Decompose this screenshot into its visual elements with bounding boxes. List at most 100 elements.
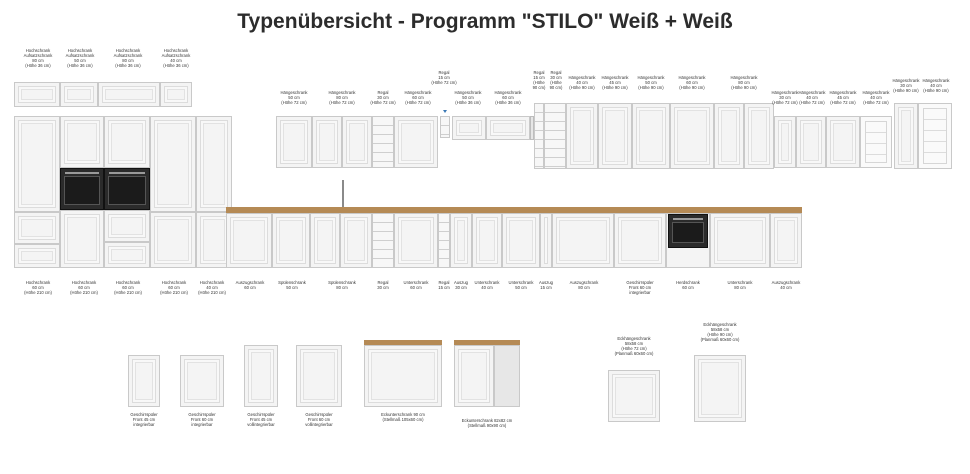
label-hoch-3: Hochschrank 60 cm (Höhe 210 cm) xyxy=(114,280,142,295)
label-haenge-40-72: Hängeschrank 40 cm (Höhe 72 cm) xyxy=(798,90,826,105)
label-auszug-30: Auszug 30 cm xyxy=(454,280,468,290)
hochschrank-4-bot xyxy=(150,212,196,268)
label-eckhaenge-72: Eckhängeschrank 58x58 cm (Höhe 72 cm) (P… xyxy=(614,336,654,356)
eckhaengeschrank-72 xyxy=(608,370,660,422)
hochschrank-4-top xyxy=(150,116,196,212)
faucet xyxy=(342,180,344,207)
regal-30-72 xyxy=(372,116,394,168)
label-aufsatz-50: Hochschrank Aufsatzschrank 50 cm (Höhe 3… xyxy=(65,48,95,68)
hood xyxy=(530,116,534,140)
label-haenge-50-72: Hängeschrank 50 cm (Höhe 72 cm) xyxy=(280,90,308,105)
oven-2 xyxy=(104,168,150,210)
geschirrspueler-front-60-voll xyxy=(296,345,342,407)
label-haenge-80-90: Hängeschrank 80 cm (Höhe 90 cm) xyxy=(730,75,758,90)
haengeschrank-50-90 xyxy=(632,103,670,169)
unterschrank-50 xyxy=(502,213,540,268)
regal-15-base xyxy=(438,213,450,268)
eckunterschrank-82 xyxy=(454,345,494,407)
label-eckunter-90: Eckunterschrank 90 cm (Stellmaß 105x60 c… xyxy=(381,412,425,422)
label-unter-50: Unterschrank 50 cm xyxy=(508,280,534,290)
eckunterschrank-82-side xyxy=(494,345,520,407)
label-regal-15-90: Regal 15 cm (Höhe 90 cm) xyxy=(532,70,546,90)
label-geschirr-60: Geschirrspüler Front 60 cm integrierbar xyxy=(626,280,654,295)
regal-30-base xyxy=(372,213,394,268)
arrow-regal-15 xyxy=(443,110,447,113)
haengeschrank-60-90 xyxy=(670,103,714,169)
regal-30-90 xyxy=(544,103,566,169)
label-auszug-40: Auszugschrank 40 cm xyxy=(771,280,801,290)
unterschrank-80 xyxy=(710,213,770,268)
geschirrspueler-front-60-int xyxy=(180,355,224,407)
label-haenge-50-36: Hängeschrank 50 cm (Höhe 36 cm) xyxy=(454,90,482,105)
label-spuele-80: Spülenschrank 80 cm xyxy=(328,280,356,290)
spuelenschrank-80a xyxy=(310,213,340,268)
spuelenschrank-50 xyxy=(272,213,310,268)
label-eckunter-82: Eckunterschrank 82x82 cm (Stellmaß 90x90… xyxy=(461,418,513,428)
auszugschrank-40 xyxy=(770,213,802,268)
oven-1 xyxy=(60,168,104,210)
label-spuele-50: Spülenschrank 50 cm xyxy=(278,280,306,290)
geschirrspueler-front-45-int xyxy=(128,355,160,407)
aufsatzschrank-40 xyxy=(160,82,192,107)
hochschrank-1-mid xyxy=(14,212,60,244)
page-title: Typenübersicht - Programm "STILO" Weiß +… xyxy=(237,10,733,33)
unterschrank-40 xyxy=(472,213,502,268)
eckunterschrank-90 xyxy=(364,345,442,407)
eckhaengeschrank-90 xyxy=(694,355,746,422)
aufsatzschrank-80b xyxy=(98,82,160,107)
label-unter-80: Unterschrank 80 cm xyxy=(727,280,753,290)
regal-15-90 xyxy=(534,103,544,169)
label-haenge-30-72: Hängeschrank 30 cm (Höhe 72 cm) xyxy=(771,90,799,105)
label-haenge-40-90-glass: Hängeschrank 40 cm (Höhe 90 cm) xyxy=(922,78,950,93)
geschirrspueler-front-45-voll xyxy=(244,345,278,407)
label-unter-60: Unterschrank 60 cm xyxy=(403,280,429,290)
aufsatzschrank-80 xyxy=(14,82,60,107)
haengeschrank-40-72-glass xyxy=(860,116,892,168)
haengeschrank-80-72b xyxy=(342,116,372,168)
label-hoch-1: Hochschrank 60 cm (Höhe 210 cm) xyxy=(24,280,52,295)
auszugschrank-60 xyxy=(226,213,272,268)
label-haenge-60-72: Hängeschrank 60 cm (Höhe 72 cm) xyxy=(404,90,432,105)
aufsatzschrank-50 xyxy=(60,82,98,107)
haengeschrank-45-72 xyxy=(826,116,860,168)
haengeschrank-45-90 xyxy=(598,103,632,169)
label-regal-15-72: Regal 15 cm (Höhe 72 cm) xyxy=(431,70,457,85)
label-unter-40: Unterschrank 40 cm xyxy=(474,280,500,290)
auszugschrank-80 xyxy=(552,213,614,268)
label-aufsatz-80b: Hochschrank Aufsatzschrank 80 cm (Höhe 3… xyxy=(113,48,143,68)
haengeschrank-60-72 xyxy=(394,116,438,168)
hochschrank-1-bot xyxy=(14,244,60,268)
haengeschrank-30-90 xyxy=(894,103,918,169)
geschirrspueler-60 xyxy=(614,213,666,268)
label-auszug-80: Auszugschrank 80 cm xyxy=(569,280,599,290)
label-haenge-60-90: Hängeschrank 60 cm (Höhe 90 cm) xyxy=(678,75,706,90)
label-haenge-45-72: Hängeschrank 45 cm (Höhe 72 cm) xyxy=(829,90,857,105)
label-regal-30-90: Regal 30 cm (Höhe 90 cm) xyxy=(549,70,563,90)
label-aufsatz-40: Hochschrank Aufsatzschrank 40 cm (Höhe 3… xyxy=(161,48,191,68)
label-haenge-60-36: Hängeschrank 60 cm (Höhe 36 cm) xyxy=(494,90,522,105)
hochschrank-2-bot xyxy=(60,210,104,268)
unterschrank-60 xyxy=(394,213,438,268)
label-hoch-2: Hochschrank 60 cm (Höhe 210 cm) xyxy=(70,280,98,295)
haengeschrank-50-72 xyxy=(276,116,312,168)
label-geschirr-60-int: Geschirrspüler Front 60 cm integrierbar xyxy=(188,412,216,427)
label-hoch-5: Hochschrank 40 cm (Höhe 210 cm) xyxy=(198,280,226,295)
auszug-30 xyxy=(450,213,472,268)
haengeschrank-40-72 xyxy=(796,116,826,168)
label-hoch-4: Hochschrank 60 cm (Höhe 210 cm) xyxy=(160,280,188,295)
hochschrank-3-bot xyxy=(104,242,150,268)
hochschrank-5-top xyxy=(196,116,232,212)
regal-15-72 xyxy=(440,116,450,138)
label-auszug-15: Auszug 15 cm xyxy=(539,280,553,290)
label-regal-30-72: Regal 30 cm (Höhe 72 cm) xyxy=(370,90,396,105)
haengeschrank-30-72 xyxy=(774,116,796,168)
label-eckhaenge-90: Eckhängeschrank 58x58 cm (Höhe 90 cm) (P… xyxy=(700,322,740,342)
label-haenge-40-72-glass: Hängeschrank 40 cm (Höhe 72 cm) xyxy=(862,90,890,105)
label-haenge-40-90: Hängeschrank 40 cm (Höhe 90 cm) xyxy=(568,75,596,90)
oven-3 xyxy=(668,214,708,248)
haengeschrank-40-90-glass xyxy=(918,103,952,169)
hochschrank-3-top xyxy=(104,116,150,168)
hochschrank-1-top xyxy=(14,116,60,212)
label-regal-15: Regal 15 cm xyxy=(438,280,450,290)
label-geschirr-45-voll: Geschirrspüler Front 45 cm vollintegrier… xyxy=(247,412,275,427)
